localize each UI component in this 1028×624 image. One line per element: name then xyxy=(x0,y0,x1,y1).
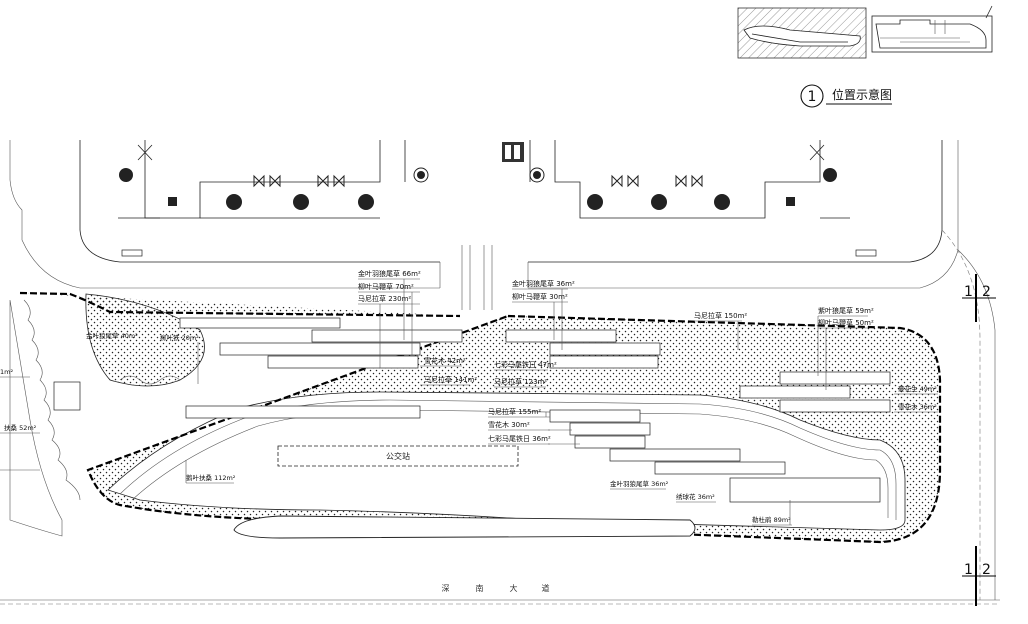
legend-title: 位置示意图 xyxy=(832,87,892,102)
label-xiuqiu-36: 绣球花 36m² xyxy=(676,492,715,501)
label-jinye-40: 金叶狼尾草 40m² xyxy=(86,331,138,340)
location-key-map xyxy=(737,5,993,59)
label-liuye-30: 柳叶马鞭草 30m² xyxy=(512,292,568,301)
bus-stop-label: 公交站 xyxy=(386,451,410,461)
label-qiyan-47: 七彩马尾铁日 47m² xyxy=(494,360,557,369)
section-upper-left: 1 xyxy=(964,284,973,300)
location-legend-title: 1 位置示意图 xyxy=(800,84,892,108)
label-hongjin-89: 勒杜鹃 89m² xyxy=(752,515,791,524)
label-liuye-70: 柳叶马鞭草 70m² xyxy=(358,282,414,291)
label-qicai-36: 七彩马尾铁日 36m² xyxy=(488,434,551,443)
label-yuebao-49: 蔓花生 49m² xyxy=(898,384,937,393)
label-yixiu-112: 鹅叶扶桑 112m² xyxy=(186,473,236,482)
label-liuye-20: 柳叶铁 20m² xyxy=(160,333,199,342)
planter-island xyxy=(19,291,942,544)
label-liuye-50: 柳叶马鞭草 50m² xyxy=(818,318,874,327)
label-zhongye-59: 紫叶狼尾草 59m² xyxy=(818,306,874,315)
section-marker-lower: 1 2 xyxy=(962,546,996,606)
planting-labels: 金叶羽狼尾草 66m² 柳叶马鞭草 70m² 马尼拉草 230m² 金叶羽狼尾草… xyxy=(0,269,938,526)
road-name-char-3: 大 xyxy=(510,583,519,593)
label-xuehuamu-42: 雪花木 42m² xyxy=(424,356,466,365)
section-lower-left: 1 xyxy=(964,562,973,578)
label-edge-52: 扶桑 52m² xyxy=(4,423,37,432)
label-maniya-230: 马尼拉草 230m² xyxy=(358,294,411,303)
road-name-char-4: 道 xyxy=(542,583,551,593)
legend-number: 1 xyxy=(808,89,817,105)
section-lower-right: 2 xyxy=(982,562,991,578)
road-name-char-2: 南 xyxy=(476,583,485,593)
label-maniya-155: 马尼拉草 155m² xyxy=(488,407,541,416)
section-upper-right: 2 xyxy=(982,284,991,300)
label-xuehuamu-30: 雪花木 30m² xyxy=(488,420,530,429)
road-edges xyxy=(0,229,1000,605)
building-plan-upper xyxy=(9,140,959,310)
label-jinye-36b: 金叶羽狼尾草 36m² xyxy=(610,479,669,488)
section-marker-upper: 1 2 xyxy=(962,274,996,322)
road-name-char-1: 深 xyxy=(442,584,451,593)
label-xuehua-36r: 雪花木 36m² xyxy=(898,402,937,411)
label-maniya-150: 马尼拉草 150m² xyxy=(694,311,747,320)
label-edge-1: 1m² xyxy=(0,368,13,376)
road-name: 深 南 大 道 xyxy=(442,583,551,593)
label-maniya-123: 马尼拉草 123m² xyxy=(494,377,547,386)
building-columns xyxy=(119,144,837,210)
label-jinye-36: 金叶羽狼尾草 36m² xyxy=(512,279,575,288)
label-jinye-66: 金叶羽狼尾草 66m² xyxy=(358,269,421,278)
bus-stop-strip: 公交站 xyxy=(233,445,696,539)
label-maniya-141: 马尼拉草 141m² xyxy=(424,375,477,384)
